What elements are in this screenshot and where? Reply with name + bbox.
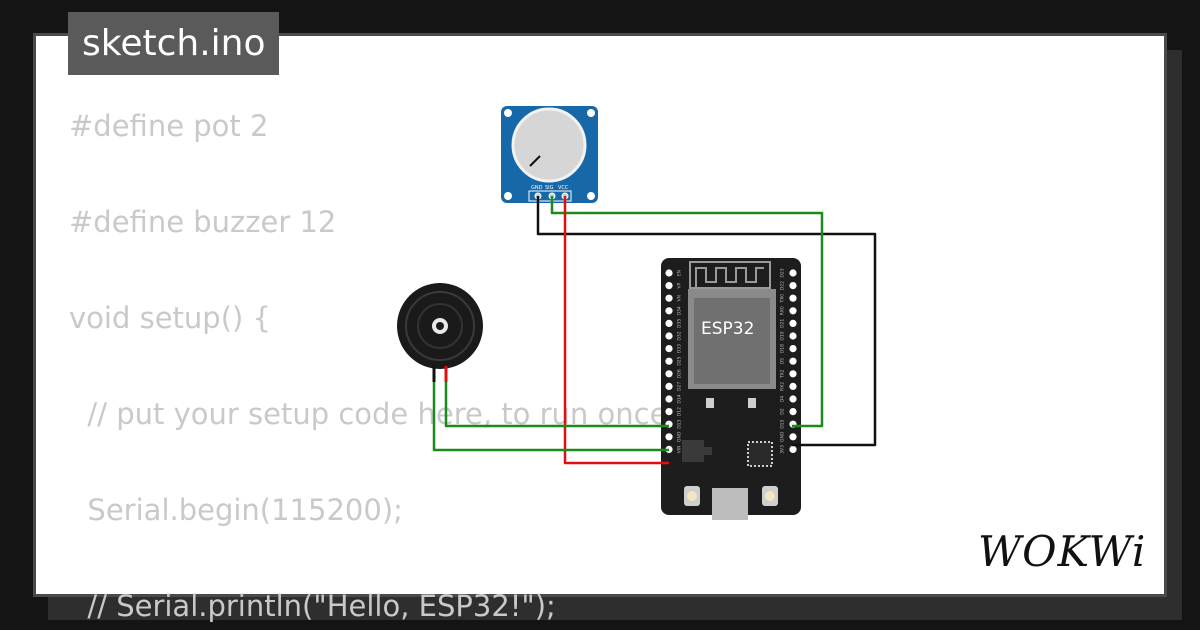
- esp32-pin[interactable]: [789, 332, 797, 340]
- esp32-pin-label: D21: [780, 319, 786, 328]
- esp32-pin[interactable]: [789, 345, 797, 353]
- esp32-pin[interactable]: [665, 408, 673, 416]
- file-name-tab[interactable]: sketch.ino: [68, 12, 280, 75]
- esp32-pin[interactable]: [665, 332, 673, 340]
- esp32-pin-label: D15: [780, 419, 786, 428]
- esp32-pin[interactable]: [789, 445, 797, 453]
- esp32-pin-label: D4: [780, 396, 786, 402]
- esp32-pin[interactable]: [665, 319, 673, 327]
- wires: [432, 196, 877, 465]
- esp32-pin-label: D25: [677, 356, 683, 365]
- esp32-pin[interactable]: [789, 282, 797, 290]
- esp32-pin[interactable]: [665, 345, 673, 353]
- code-line: void setup() {: [69, 301, 271, 335]
- buzzer[interactable]: [397, 283, 483, 382]
- esp32-pin-label: VP: [677, 282, 683, 288]
- esp32-pin-label: D33: [677, 344, 683, 353]
- esp32-pin-label: TX2: [780, 369, 786, 379]
- esp32-pin-label: D5: [780, 358, 786, 364]
- esp32-pin-label: EN: [677, 270, 683, 276]
- esp32-pin-label: RX2: [780, 382, 786, 391]
- esp32-pin-label: D22: [780, 281, 786, 290]
- code-line: #define pot 2: [69, 109, 269, 143]
- wire-pot-vcc: [563, 196, 669, 465]
- esp32-pin[interactable]: [789, 395, 797, 403]
- code-line: // Serial.println("Hello, ESP32!");: [69, 589, 556, 623]
- esp32-pin-label: D27: [677, 382, 683, 391]
- pot-pin-label: SIG: [545, 185, 554, 191]
- esp32-pin-label: D13: [677, 419, 683, 428]
- esp32-pin[interactable]: [665, 433, 673, 441]
- esp32-pin[interactable]: [789, 370, 797, 378]
- esp32-pin-label: VIN: [677, 446, 683, 454]
- pot-pin-label: GND: [531, 185, 543, 191]
- esp32-pin[interactable]: [665, 269, 673, 277]
- esp32-pin[interactable]: [789, 307, 797, 315]
- esp32-pin-label: D2: [780, 408, 786, 414]
- wokwi-logo: WOKWi: [978, 527, 1146, 576]
- regulator-chip: [682, 440, 704, 462]
- esp32-pin-label: D18: [780, 344, 786, 353]
- chip-label: ESP32: [701, 319, 754, 339]
- esp32-pin-label: 3V3: [780, 445, 786, 454]
- esp32-pin[interactable]: [789, 294, 797, 302]
- esp32-pin[interactable]: [665, 294, 673, 302]
- esp32-pin-label: TX0: [780, 294, 786, 304]
- esp32-pin-label: D34: [677, 306, 683, 315]
- usb-port[interactable]: [712, 488, 748, 520]
- esp32-pin[interactable]: [665, 382, 673, 390]
- esp32-pin[interactable]: [665, 357, 673, 365]
- esp32-pin-label: VN: [677, 295, 683, 301]
- esp32-pin-label: GND: [780, 431, 786, 442]
- esp32-pin[interactable]: [789, 357, 797, 365]
- potentiometer[interactable]: GND SIG VCC: [501, 106, 598, 203]
- knob-indicator-icon: [529, 155, 541, 167]
- esp32-pin[interactable]: [665, 370, 673, 378]
- esp32-pin-label: D23: [780, 268, 786, 277]
- esp32-pin-label: RX0: [780, 306, 786, 315]
- esp32-pin[interactable]: [789, 433, 797, 441]
- esp32-pin[interactable]: [789, 408, 797, 416]
- code-line: Serial.begin(115200);: [69, 493, 403, 527]
- antenna-icon: [695, 267, 764, 288]
- usb-chip: [747, 441, 773, 467]
- wire-buzzer-pos: [444, 382, 669, 428]
- esp32-pin-label: D19: [780, 331, 786, 340]
- esp32-pin[interactable]: [665, 282, 673, 290]
- esp32-board[interactable]: ESP32 ENVPVND34D35D32D33D25D26D27D14D12D…: [661, 258, 801, 520]
- esp32-pin-label: D12: [677, 407, 683, 416]
- esp32-pin[interactable]: [789, 269, 797, 277]
- esp32-pin[interactable]: [789, 319, 797, 327]
- pot-pin-label: VCC: [558, 185, 569, 191]
- esp32-pin-label: GND: [677, 431, 683, 442]
- wire-pot-sig: [550, 196, 824, 428]
- esp32-pin-label: D14: [677, 394, 683, 403]
- esp32-pin[interactable]: [665, 307, 673, 315]
- esp32-pin-label: D32: [677, 331, 683, 340]
- wokwi-logo-text: WOKWi: [978, 527, 1146, 576]
- wire-pot-gnd: [536, 196, 877, 447]
- esp32-pin-label: D26: [677, 369, 683, 378]
- project-preview-card[interactable]: #define pot 2 #define buzzer 12 void set…: [33, 33, 1167, 623]
- wire-buzzer-neg: [432, 382, 669, 452]
- esp32-pin[interactable]: [665, 395, 673, 403]
- esp32-pin[interactable]: [789, 382, 797, 390]
- esp32-pin-label: D35: [677, 319, 683, 328]
- code-line: #define buzzer 12: [69, 205, 337, 239]
